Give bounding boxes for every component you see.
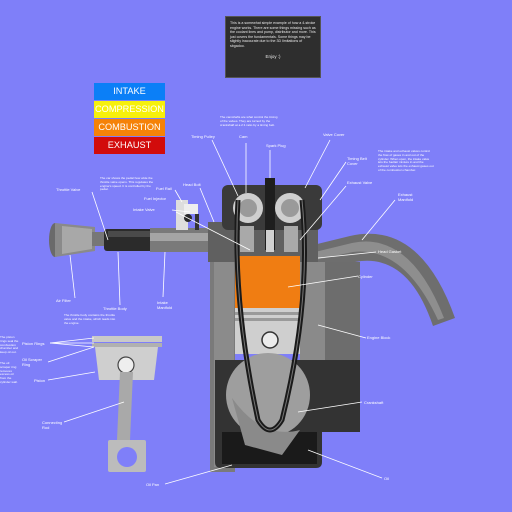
label-fuel-injector: Fuel Injector xyxy=(144,196,167,201)
label-spark-plug: Spark Plug xyxy=(266,143,286,148)
cylinder-head-shape xyxy=(208,178,322,262)
label-head-gasket: Head Gasket xyxy=(378,249,402,254)
leader-lines xyxy=(47,139,396,485)
label-throttle-valve: Throttle Valve xyxy=(56,187,81,192)
label-oil-pan: Oil Pan xyxy=(146,482,160,487)
scraper-ring-description: The oil scraper ring removes excess oil … xyxy=(0,361,18,384)
combustion-chamber-shape xyxy=(235,256,300,308)
label-oil-scraper-ring: Oil Scraper Ring xyxy=(22,357,43,367)
label-piston-rings: Piston Rings xyxy=(22,341,45,346)
intro-text: This is a somewhat simple example of how… xyxy=(230,21,316,48)
legend-exhaust: EXHAUST xyxy=(94,137,165,154)
label-intake-manifold: Intake Manifold xyxy=(157,300,173,310)
label-exhaust-valve: Exhaust Valve xyxy=(347,180,373,185)
label-air-filter: Air Filter xyxy=(56,298,71,303)
valves-description: The intake and exhaust valves control th… xyxy=(378,149,434,172)
detached-piston-shape xyxy=(92,336,162,380)
label-oil: Oil xyxy=(384,476,389,481)
intro-enjoy: Enjoy :) xyxy=(265,53,281,59)
legend-compression: COMPRESSION xyxy=(94,101,165,118)
throttle-body-description: The throttle body contains the throttle … xyxy=(64,313,116,325)
label-timing-pulley: Timing Pulley xyxy=(191,134,215,139)
legend-intake: INTAKE xyxy=(94,83,165,100)
label-fuel-rail: Fuel Rail xyxy=(156,186,172,191)
connecting-rod-shape xyxy=(108,372,146,472)
label-intake-valve: Intake Valve xyxy=(133,207,155,212)
label-exhaust-manifold: Exhaust Manifold xyxy=(398,192,414,202)
legend-combustion: COMBUSTION xyxy=(94,119,165,136)
label-timing-belt-cover: Timing Belt Cover xyxy=(347,156,367,166)
label-throttle-body: Throttle Body xyxy=(103,306,127,311)
label-head-bolt: Head Bolt xyxy=(183,182,201,187)
label-piston: Piston xyxy=(34,378,46,383)
camshaft-description: The camshafts are what control the timin… xyxy=(220,115,278,127)
throttle-description: The car shows the pedal how wide the thr… xyxy=(100,176,154,192)
label-engine-block: Engine Block xyxy=(367,335,391,340)
intake-pipe-shape xyxy=(104,200,216,252)
label-cylinder: Cylinder xyxy=(358,274,373,279)
piston-rings-description: The piston rings seal the combustion cha… xyxy=(0,335,19,355)
crankcase-shape xyxy=(215,353,360,468)
exhaust-manifold-shape xyxy=(305,233,455,326)
label-cam: Cam xyxy=(239,134,248,139)
label-connecting-rod: Connecting Rod xyxy=(42,420,63,430)
label-valve-cover: Valve Cover xyxy=(323,132,345,137)
air-filter-shape xyxy=(49,223,106,257)
intro-note: This is a somewhat simple example of how… xyxy=(225,16,321,78)
label-crankshaft: Crankshaft xyxy=(364,400,384,405)
